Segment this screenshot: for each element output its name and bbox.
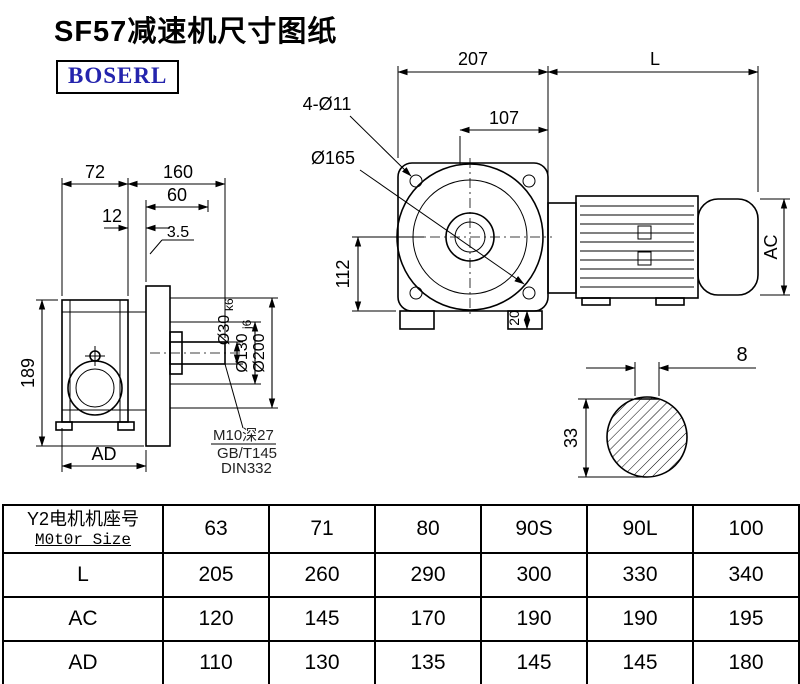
dim-shaft-diameter-label: Ø30 [216,315,233,345]
size-column-90s: 90S [480,504,588,554]
table-cell: 290 [374,552,482,598]
table-cell: 205 [162,552,270,598]
row-label-ad: AD [2,640,164,684]
thread-note-line3: DIN332 [221,460,272,477]
table-cell: 145 [586,640,694,684]
table-row-ad: AD 110 130 135 145 145 180 [2,640,800,684]
table-cell: 180 [692,640,800,684]
page-title: SF57减速机尺寸图纸 [54,16,338,48]
dim-keyway-width-label: 8 [736,344,747,366]
brand-logo: BOSERL [68,63,168,88]
table-cell: 145 [268,596,376,642]
row-label-l: L [2,552,164,598]
logo-box: BOSERL [56,60,180,94]
dim-20-label: 20 [506,310,522,326]
dim-shaft-diameter: Ø30 k6 [216,298,236,345]
front-view [390,158,552,330]
side-view-dimensions: 72 160 60 12 3.5 AD 189 Ø30 k6 Ø130 j6 Ø… [18,162,278,477]
dim-107-label: 107 [489,108,519,128]
size-column-90l: 90L [586,504,694,554]
table-cell: 190 [586,596,694,642]
dim-112-label: 112 [333,260,353,289]
row-label-ac: AC [2,596,164,642]
dim-12-label: 12 [102,206,122,226]
motor-size-header-cn: Y2电机机座号 [26,509,140,529]
dim-ad-label: AD [91,444,116,464]
table-cell: 190 [480,596,588,642]
table-cell: 110 [162,640,270,684]
dim-207-label: 207 [458,49,488,69]
size-column-100: 100 [692,504,800,554]
table-row-l: L 205 260 290 300 330 340 [2,552,800,598]
dim-3-5-label: 3.5 [167,224,189,241]
front-view-dimensions: 207 L 107 4-Ø11 Ø165 112 AC 20 [303,49,790,330]
table-row-ac: AC 120 145 170 190 190 195 [2,596,800,642]
dim-33-label: 33 [561,428,581,448]
dim-pilot-diameter: Ø130 j6 [234,319,254,372]
table-cell: 120 [162,596,270,642]
size-column-80: 80 [374,504,482,554]
dim-flange-diameter-label: Ø200 [251,333,268,372]
dim-160-label: 160 [163,162,193,182]
table-cell: 130 [268,640,376,684]
motor-size-header-cell: Y2电机机座号 M0t0r Size [2,504,164,554]
table-cell: 170 [374,596,482,642]
table-cell: 145 [480,640,588,684]
dim-189-label: 189 [18,358,38,388]
dim-o165-label: Ø165 [311,148,355,168]
dim-72-label: 72 [85,162,105,182]
size-column-71: 71 [268,504,376,554]
dim-pilot-tolerance-label: j6 [240,319,254,330]
dim-shaft-tolerance-label: k6 [222,298,236,311]
dim-motor-length-label: L [650,49,660,69]
motor-size-header-en: M0t0r Size [34,531,131,549]
dim-ac-label: AC [761,234,781,259]
side-view [55,285,240,447]
size-column-63: 63 [162,504,270,554]
shaft-section-dimensions: 8 33 [561,344,756,478]
thread-note-line1: M10深27 [213,427,274,444]
dim-60-label: 60 [167,185,187,205]
dim-pilot-diameter-label: Ø130 [234,333,251,372]
table-cell: 330 [586,552,694,598]
motor [547,195,759,306]
thread-note-line2: GB/T145 [217,445,277,462]
technical-drawing: 72 160 60 12 3.5 AD 189 Ø30 k6 Ø130 j6 Ø… [18,49,790,478]
table-cell: 300 [480,552,588,598]
table-cell: 135 [374,640,482,684]
dim-bolt-holes-label: 4-Ø11 [303,94,352,114]
dimension-table: Y2电机机座号 M0t0r Size 63 71 80 90S 90L 100 … [2,504,800,684]
shaft-section-view [606,396,688,478]
table-cell: 195 [692,596,800,642]
table-cell: 340 [692,552,800,598]
table-cell: 260 [268,552,376,598]
table-header-row: Y2电机机座号 M0t0r Size 63 71 80 90S 90L 100 [2,504,800,554]
